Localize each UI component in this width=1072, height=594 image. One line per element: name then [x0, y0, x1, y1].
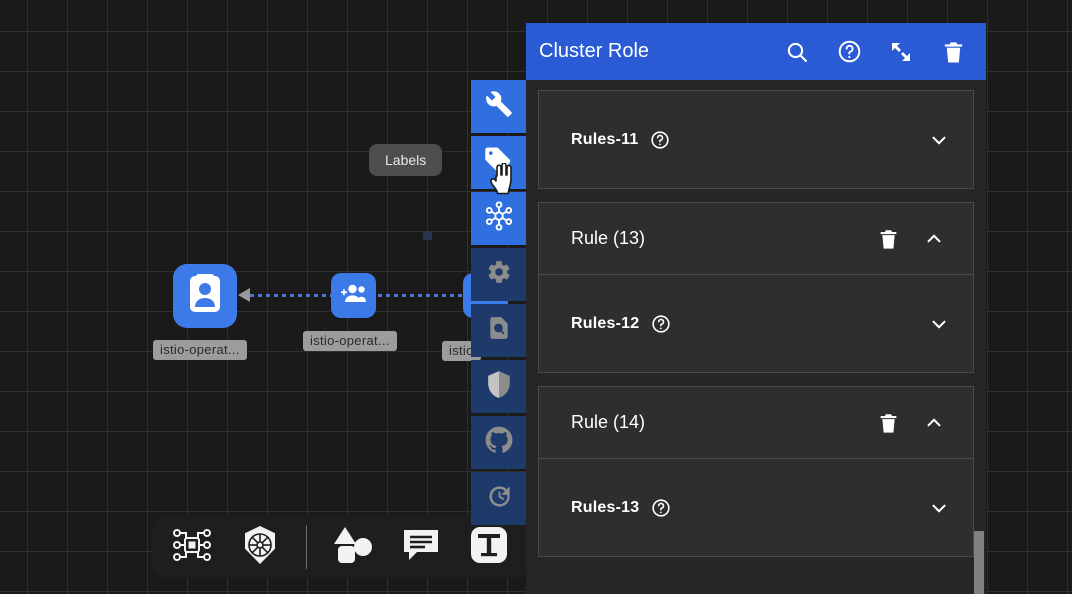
wrench-icon: [485, 90, 513, 123]
rules-row[interactable]: Rules-12: [539, 275, 973, 372]
rule-title: Rule (14): [571, 412, 646, 432]
page-title: Cluster Role: [539, 40, 650, 62]
help-circle-icon[interactable]: [651, 314, 671, 334]
rules-card: Rules-11: [538, 90, 974, 189]
graph-node-service-account[interactable]: [173, 264, 237, 328]
rules-label: Rules-11: [571, 130, 639, 148]
topology-hub-icon: [484, 201, 514, 236]
help-circle-icon[interactable]: [651, 498, 671, 518]
help-circle-icon[interactable]: [650, 130, 670, 150]
tool-inspect[interactable]: [471, 304, 527, 357]
chevron-down-icon[interactable]: [927, 496, 951, 520]
tool-history[interactable]: [471, 472, 527, 525]
tool-github[interactable]: [471, 416, 527, 469]
rule-card: Rule (14) Rules-13: [538, 386, 974, 557]
shield-icon: [486, 370, 512, 403]
rule-title: Rule (13): [571, 228, 646, 248]
graph-node-role-binding[interactable]: [331, 273, 376, 318]
tool-security[interactable]: [471, 360, 527, 413]
tool-wrench[interactable]: [471, 80, 527, 133]
dock-text[interactable]: [467, 525, 511, 569]
graph-edge-1: [250, 294, 350, 297]
expand-fullscreen-icon[interactable]: [888, 39, 914, 65]
panel-body[interactable]: Rules-11: [526, 80, 986, 594]
rules-label: Rules-13: [571, 498, 640, 516]
tag-icon: [484, 145, 514, 180]
chevron-up-icon[interactable]: [922, 411, 946, 435]
microservice-chip-icon: [171, 524, 213, 571]
delete-trash-icon[interactable]: [940, 39, 966, 65]
chevron-down-icon[interactable]: [927, 128, 951, 152]
kubernetes-helm-icon: [239, 524, 281, 571]
role-binding-users-icon: [340, 283, 367, 308]
service-account-badge-icon: [187, 273, 223, 319]
dock-microservice[interactable]: [170, 525, 214, 569]
rule-header-row[interactable]: Rule (14): [539, 387, 973, 459]
delete-trash-icon[interactable]: [876, 411, 900, 435]
cluster-role-panel: Cluster Role: [526, 23, 986, 594]
bottom-dock: [152, 516, 529, 578]
dock-shapes[interactable]: [331, 525, 375, 569]
help-circle-icon[interactable]: [836, 39, 862, 65]
scrollbar-thumb[interactable]: [974, 531, 984, 594]
side-toolbar: [471, 80, 527, 525]
gear-icon: [486, 259, 512, 290]
panel-header-actions: [784, 39, 966, 65]
rule-header-row[interactable]: Rule (13): [539, 203, 973, 275]
rules-row[interactable]: Rules-11: [539, 91, 973, 188]
rules-row[interactable]: Rules-13: [539, 459, 973, 556]
search-icon[interactable]: [784, 39, 810, 65]
text-tool-icon: [469, 525, 509, 570]
rules-label: Rules-12: [571, 314, 640, 332]
comment-bubble-icon: [401, 526, 441, 569]
delete-trash-icon[interactable]: [876, 227, 900, 251]
chevron-up-icon[interactable]: [922, 227, 946, 251]
graph-edge-2: [378, 294, 478, 297]
graph-node-label: istio-operat...: [303, 331, 397, 351]
tool-topology[interactable]: [471, 192, 527, 245]
dock-kubernetes[interactable]: [238, 525, 282, 569]
github-icon: [485, 426, 513, 459]
tool-labels[interactable]: [471, 136, 527, 189]
micro-node-dot[interactable]: [423, 231, 432, 240]
tool-settings[interactable]: [471, 248, 527, 301]
graph-node-label: istio-operat...: [153, 340, 247, 360]
dock-comment[interactable]: [399, 525, 443, 569]
history-clock-icon: [486, 483, 513, 515]
graph-node-label: istio: [442, 341, 481, 361]
document-search-icon: [486, 315, 512, 346]
graph-edge-arrowhead: [238, 288, 250, 302]
rule-card: Rule (13) Rules-12: [538, 202, 974, 373]
dock-divider: [306, 525, 307, 569]
panel-header: Cluster Role: [526, 23, 986, 80]
panel-scrollbar[interactable]: [974, 80, 984, 594]
chevron-down-icon[interactable]: [927, 312, 951, 336]
labels-tooltip: Labels: [369, 144, 443, 176]
shapes-icon: [332, 525, 374, 570]
